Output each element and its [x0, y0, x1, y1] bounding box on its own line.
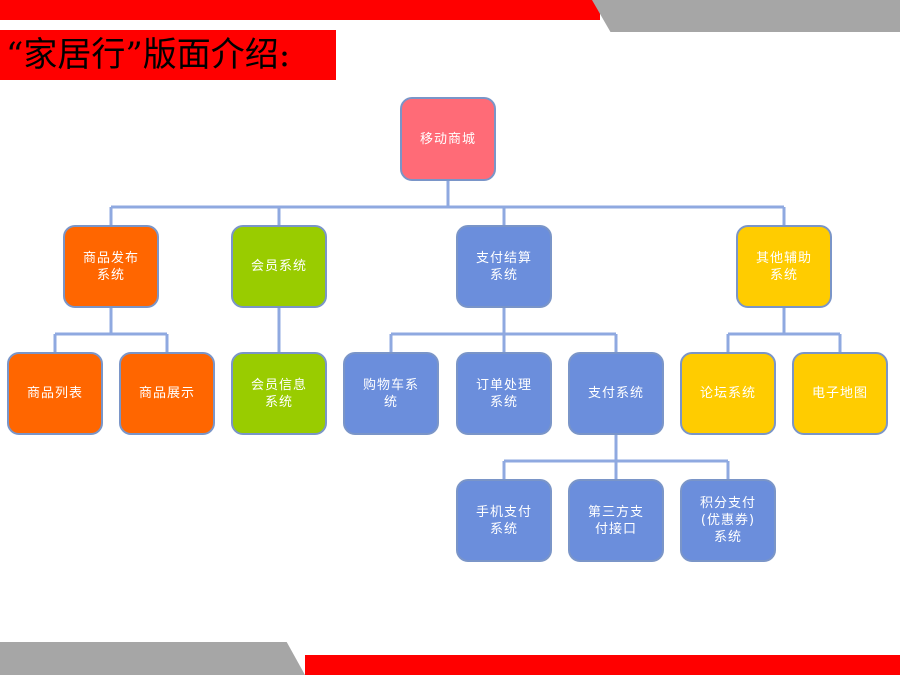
- node-points-pay-label: 积分支付 (优惠券) 系统: [699, 496, 756, 545]
- top-gray-bar: [592, 0, 900, 32]
- node-third-party-pay-label: 第三方支 付接口: [587, 504, 644, 537]
- node-cart-system: 购物车系 统: [343, 352, 439, 435]
- node-member-system: 会员系统: [231, 225, 327, 308]
- node-order-processing-label: 订单处理 系统: [475, 377, 532, 410]
- node-goods-display-label: 商品展示: [138, 386, 195, 401]
- node-goods-publish: 商品发布 系统: [63, 225, 159, 308]
- node-payment-settlement: 支付结算 系统: [456, 225, 552, 308]
- node-payment-settlement-label: 支付结算 系统: [475, 250, 532, 283]
- node-forum-system: 论坛系统: [680, 352, 776, 435]
- node-mobile-pay-label: 手机支付 系统: [475, 504, 532, 537]
- top-red-bar: [0, 0, 600, 20]
- node-third-party-pay: 第三方支 付接口: [568, 479, 664, 562]
- bottom-red-bar: [305, 655, 900, 675]
- node-pay-system-label: 支付系统: [587, 386, 644, 401]
- node-points-pay: 积分支付 (优惠券) 系统: [680, 479, 776, 562]
- node-mobile-pay: 手机支付 系统: [456, 479, 552, 562]
- node-e-map-label: 电子地图: [811, 386, 868, 401]
- node-forum-system-label: 论坛系统: [699, 386, 756, 401]
- node-goods-publish-label: 商品发布 系统: [82, 250, 139, 283]
- node-order-processing: 订单处理 系统: [456, 352, 552, 435]
- node-goods-display: 商品展示: [119, 352, 215, 435]
- node-e-map: 电子地图: [792, 352, 888, 435]
- node-member-info-label: 会员信息 系统: [250, 377, 307, 410]
- node-member-info: 会员信息 系统: [231, 352, 327, 435]
- node-root: 移动商城: [400, 97, 496, 181]
- node-member-system-label: 会员系统: [250, 259, 307, 274]
- bottom-gray-bar: [0, 642, 305, 675]
- node-goods-list: 商品列表: [7, 352, 103, 435]
- node-other-aux: 其他辅助 系统: [736, 225, 832, 308]
- node-other-aux-label: 其他辅助 系统: [755, 250, 812, 283]
- node-root-label: 移动商城: [419, 131, 476, 147]
- page-title: “家居行”版面介绍:: [0, 30, 336, 80]
- node-pay-system: 支付系统: [568, 352, 664, 435]
- node-cart-system-label: 购物车系 统: [362, 377, 419, 410]
- node-goods-list-label: 商品列表: [26, 386, 83, 401]
